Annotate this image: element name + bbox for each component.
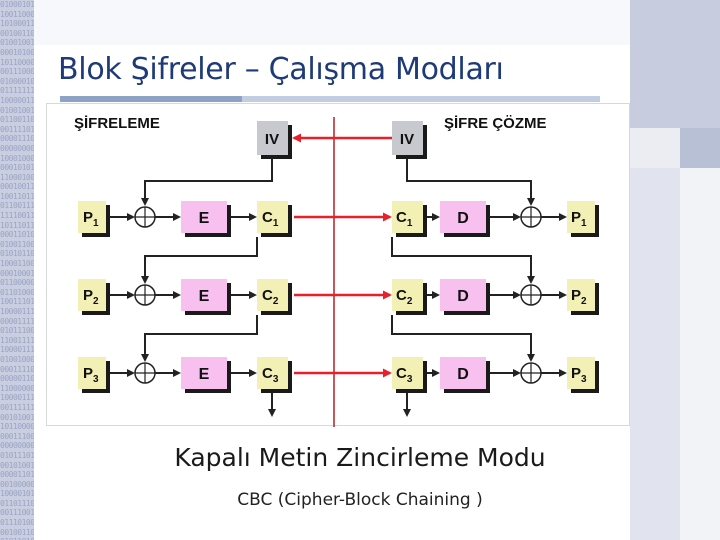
decrypt-block <box>440 201 486 233</box>
top-band <box>34 0 630 45</box>
ciphertext-box-encrypt <box>257 201 288 233</box>
slide-subtitle: Kapalı Metin Zincirleme Modu <box>174 443 546 472</box>
title-underline <box>242 96 600 102</box>
encrypt-block-label: E <box>199 288 210 305</box>
iv-label-encrypt: IV <box>265 131 279 148</box>
chain-arrow-encrypt <box>141 315 258 362</box>
decrypt-block-label: D <box>457 210 469 227</box>
chain-arrow-decrypt <box>391 315 535 362</box>
encrypt-block-label: E <box>199 210 210 227</box>
decrypt-block-label: D <box>457 366 469 383</box>
iv-to-xor-decrypt <box>406 159 535 206</box>
chain-arrow-decrypt <box>391 237 535 284</box>
plaintext-box-decrypt <box>567 279 595 311</box>
ciphertext-box-decrypt <box>392 357 423 389</box>
deco-square <box>680 168 720 540</box>
slide-caption: CBC (Cipher-Block Chaining ) <box>237 490 483 510</box>
deco-square <box>630 168 680 540</box>
encrypt-block <box>181 357 227 389</box>
plaintext-box-encrypt <box>78 357 106 389</box>
decrypt-heading: ŞİFRE ÇÖZME <box>444 115 547 132</box>
deco-square <box>630 0 720 128</box>
plaintext-box-decrypt <box>567 201 595 233</box>
plaintext-box-decrypt <box>567 357 595 389</box>
plaintext-box-encrypt <box>78 201 106 233</box>
iv-box-decrypt <box>392 121 423 155</box>
iv-to-xor-encrypt <box>141 159 273 206</box>
iv-box-encrypt <box>257 121 288 155</box>
encrypt-block <box>181 279 227 311</box>
ciphertext-box-encrypt <box>257 279 288 311</box>
encrypt-block <box>181 201 227 233</box>
ciphertext-box-decrypt <box>392 201 423 233</box>
chain-arrow-encrypt <box>141 237 258 284</box>
ciphertext-box-encrypt <box>257 357 288 389</box>
plaintext-box-encrypt <box>78 279 106 311</box>
ciphertext-box-decrypt <box>392 279 423 311</box>
decrypt-block-label: D <box>457 288 469 305</box>
decrypt-block <box>440 279 486 311</box>
decrypt-block <box>440 357 486 389</box>
slide-title: Blok Şifreler – Çalışma Modları <box>58 52 504 87</box>
title-underline <box>60 96 242 102</box>
deco-square <box>680 128 720 168</box>
encrypt-block-label: E <box>199 366 210 383</box>
iv-label-decrypt: IV <box>400 131 414 148</box>
right-decoration <box>630 0 720 540</box>
encrypt-heading: ŞİFRELEME <box>74 115 160 132</box>
